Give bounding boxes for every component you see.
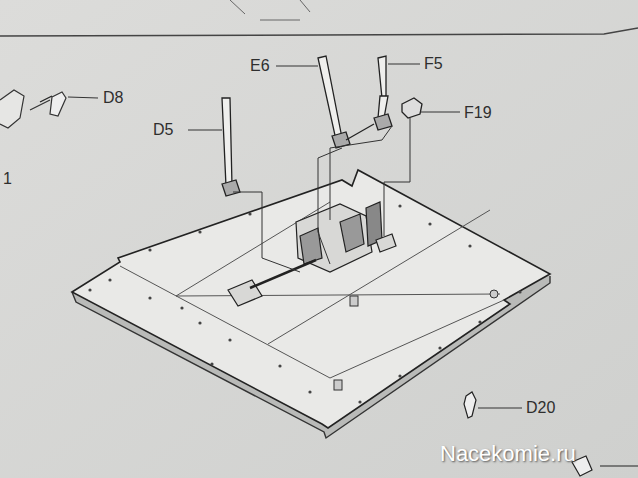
part-number: D8	[103, 89, 123, 107]
part-number: F5	[424, 55, 443, 73]
step-number: 1	[3, 170, 12, 188]
part-number: E6	[250, 57, 270, 75]
watermark: Nacekomie.ru	[440, 442, 576, 466]
part-number: F19	[464, 104, 492, 122]
part-number: D20	[526, 399, 555, 417]
part-number: D5	[153, 121, 173, 139]
